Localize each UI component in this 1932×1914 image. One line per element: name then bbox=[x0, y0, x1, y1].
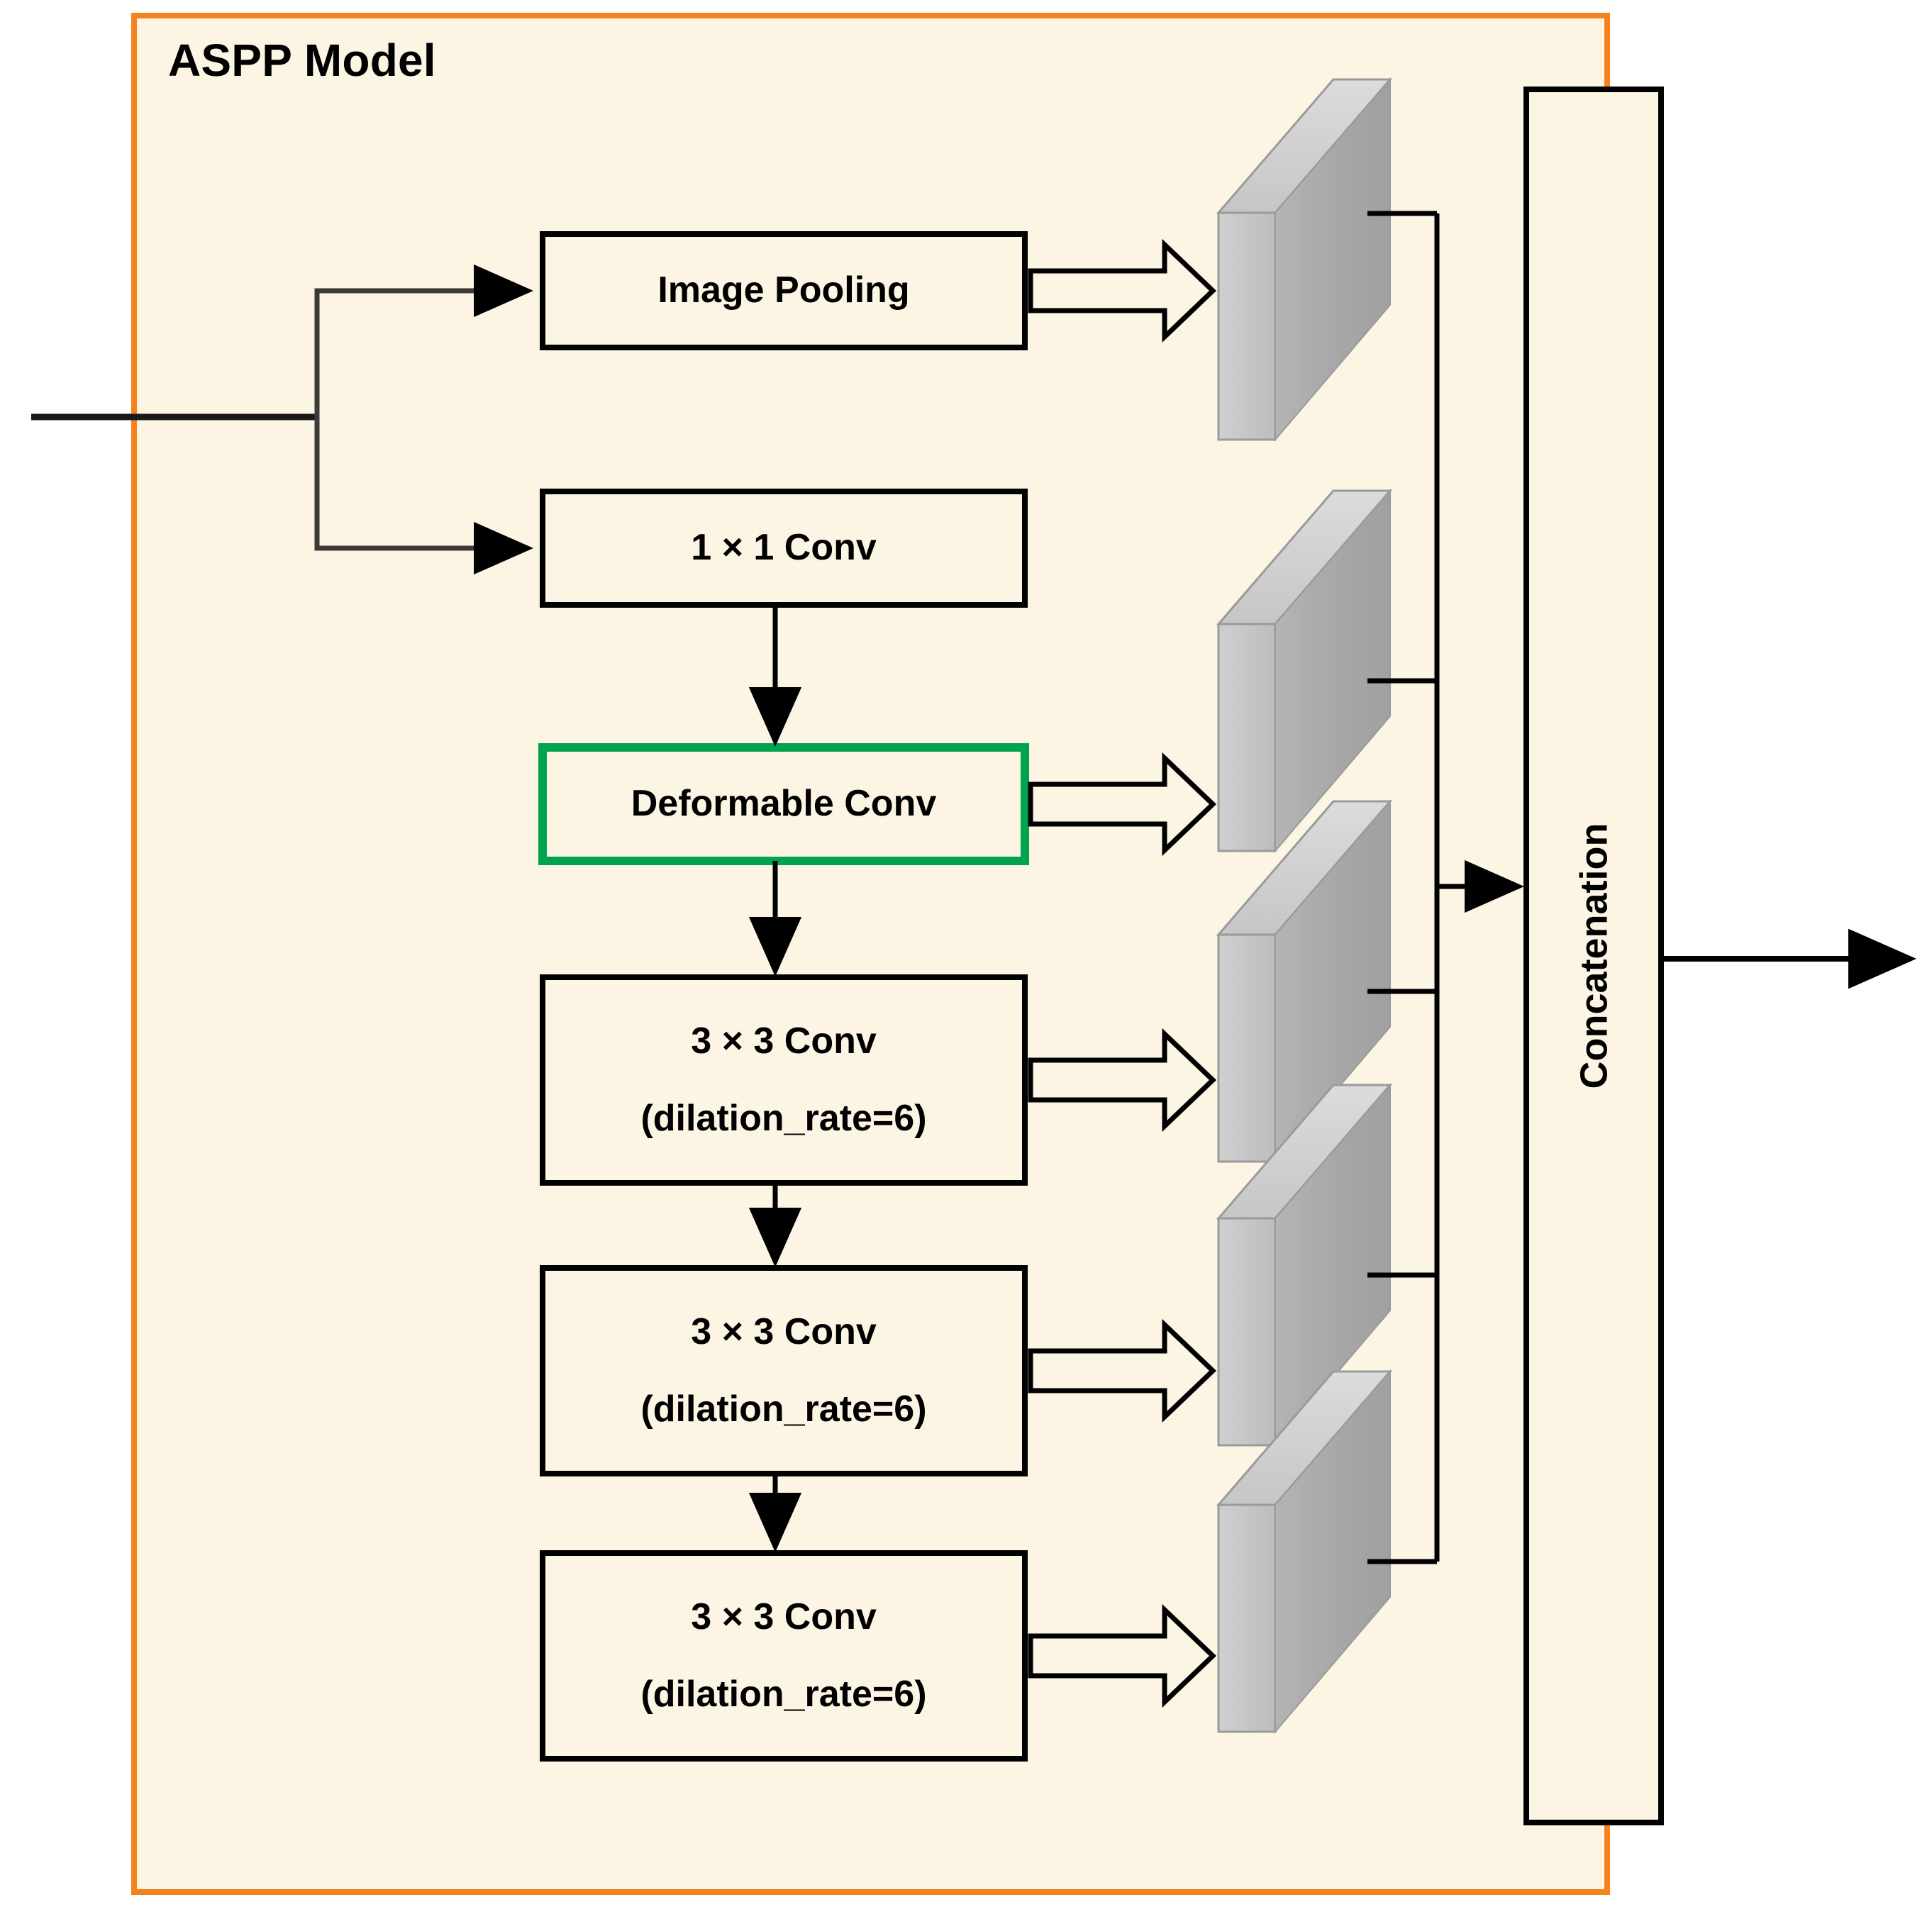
block-arrow-conv-3x3-a bbox=[1028, 1028, 1217, 1133]
feature-map-slab-1 bbox=[1216, 77, 1393, 442]
box-concatenation[interactable] bbox=[1523, 87, 1664, 1825]
box-deformable-conv[interactable] bbox=[538, 743, 1029, 865]
label-concatenation: Concatenation bbox=[1572, 823, 1616, 1089]
block-arrow-conv-3x3-b bbox=[1028, 1318, 1217, 1423]
input-split-down bbox=[314, 417, 533, 575]
box-conv-3x3-a[interactable] bbox=[540, 974, 1028, 1186]
feature-map-slab-5 bbox=[1216, 1369, 1393, 1734]
input-split-up bbox=[314, 264, 533, 417]
block-arrow-image-pooling bbox=[1028, 238, 1217, 343]
box-conv-1x1[interactable] bbox=[540, 489, 1028, 608]
box-image-pooling[interactable] bbox=[540, 231, 1028, 350]
feature-map-slab-2 bbox=[1216, 489, 1393, 853]
block-arrow-conv-3x3-c bbox=[1028, 1603, 1217, 1708]
block-arrow-deformable-conv bbox=[1028, 752, 1217, 857]
page-title: ASPP Model bbox=[168, 35, 436, 86]
box-conv-3x3-b[interactable] bbox=[540, 1265, 1028, 1476]
feature-map-slab-4 bbox=[1216, 1083, 1393, 1447]
box-conv-3x3-c[interactable] bbox=[540, 1550, 1028, 1762]
